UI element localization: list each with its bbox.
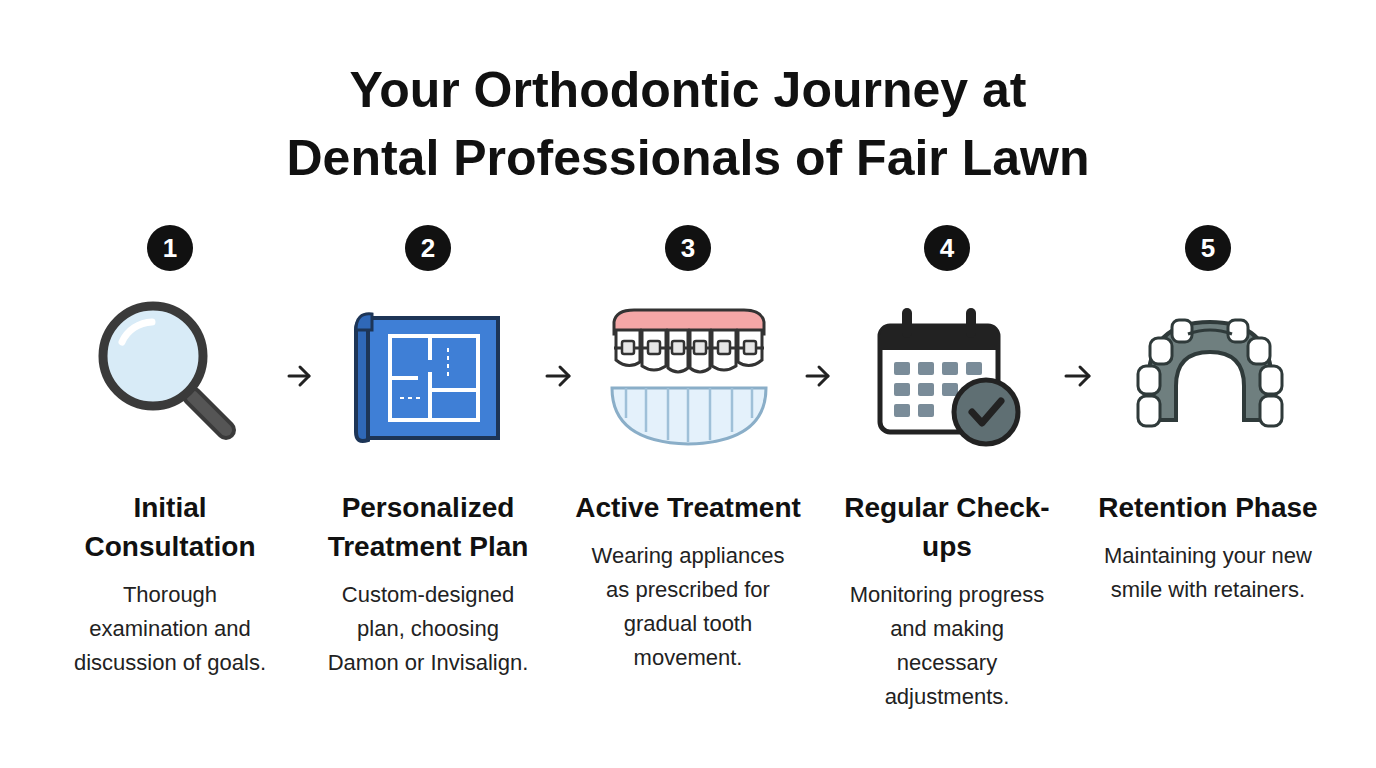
step-number: 2 xyxy=(421,235,435,261)
blueprint-icon xyxy=(356,314,498,441)
step-number-badge: 5 xyxy=(1185,225,1231,271)
step-heading: Active Treatment xyxy=(573,488,803,527)
step-column: Retention PhaseMaintaining your new smil… xyxy=(1093,224,1323,607)
step-description: Thorough examination and discussion of g… xyxy=(63,578,277,680)
step-description: Custom-designed plan, choosing Damon or … xyxy=(321,578,535,680)
step-column: Personalized Treatment PlanCustom-design… xyxy=(313,224,543,680)
step-number-badge: 1 xyxy=(147,225,193,271)
diagram-title: Your Orthodontic Journey at Dental Profe… xyxy=(88,56,1288,192)
step-column: Regular Check-upsMonitoring progress and… xyxy=(832,224,1062,714)
step-description: Wearing appliances as prescribed for gra… xyxy=(581,539,795,675)
flow-arrow xyxy=(1066,367,1089,385)
step-number-badge: 2 xyxy=(405,225,451,271)
step-number: 1 xyxy=(163,235,177,261)
flow-arrow xyxy=(289,367,309,385)
step-heading: Regular Check-ups xyxy=(832,488,1062,566)
step-number: 3 xyxy=(681,235,695,261)
title-block: Your Orthodontic Journey at Dental Profe… xyxy=(88,56,1288,192)
step-heading: Personalized Treatment Plan xyxy=(313,488,543,566)
flow-arrow xyxy=(547,367,569,385)
calendar-icon xyxy=(880,308,1018,444)
step-heading: Initial Consultation xyxy=(55,488,285,566)
step-description: Maintaining your new smile with retainer… xyxy=(1101,539,1315,607)
retainer-icon xyxy=(1138,320,1282,426)
step-number: 4 xyxy=(940,235,954,261)
flow-arrow xyxy=(807,367,828,385)
step-heading: Retention Phase xyxy=(1093,488,1323,527)
step-column: Initial ConsultationThorough examination… xyxy=(55,224,285,680)
braces-icon xyxy=(612,310,766,444)
magnifier-icon xyxy=(103,306,226,430)
step-number-badge: 3 xyxy=(665,225,711,271)
step-description: Monitoring progress and making necessary… xyxy=(840,578,1054,714)
step-number: 5 xyxy=(1201,235,1215,261)
step-column: Active TreatmentWearing appliances as pr… xyxy=(573,224,803,675)
step-number-badge: 4 xyxy=(924,225,970,271)
